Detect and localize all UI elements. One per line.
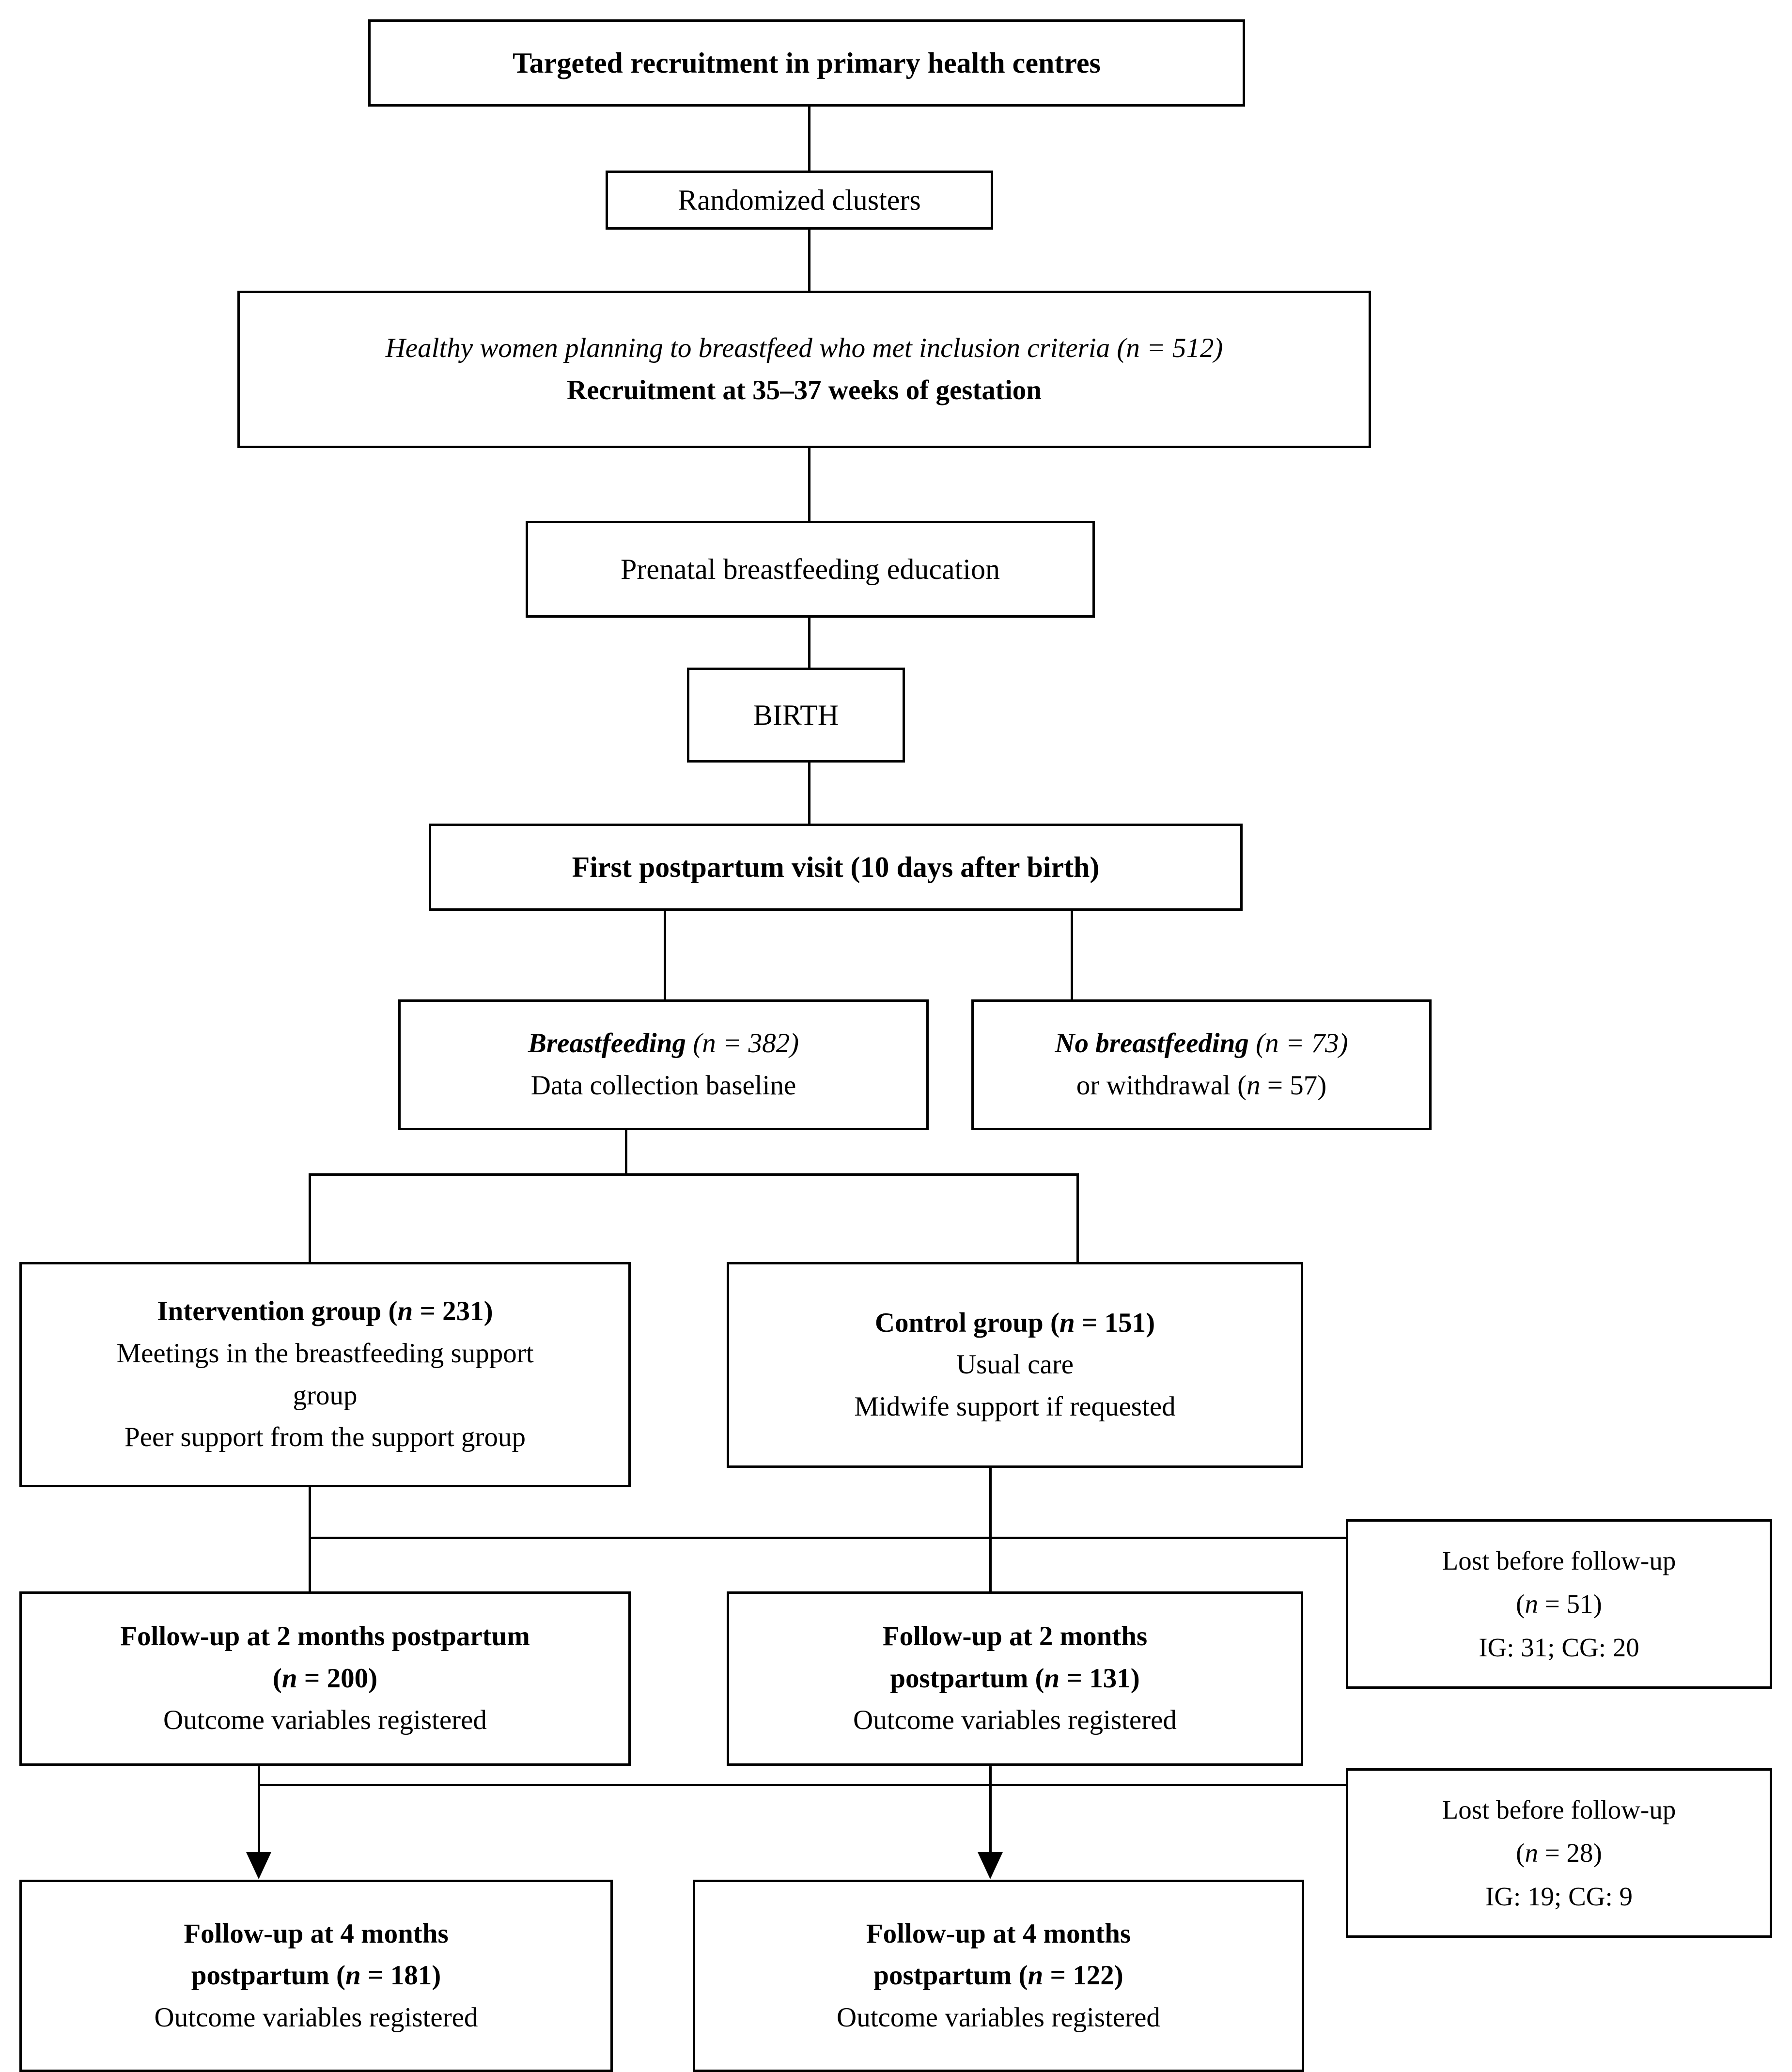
connector-split-to-control: [1076, 1173, 1079, 1265]
node-no-breastfeeding: No breastfeeding (n = 73) or withdrawal …: [971, 999, 1432, 1130]
node-intervention-group-line4: Peer support from the support group: [125, 1422, 526, 1453]
node-lost-before-followup-2-months-line2: (n = 51): [1516, 1589, 1602, 1619]
node-followup-2-months-ig-line1: Follow-up at 2 months postpartum: [120, 1621, 530, 1652]
connector-recruitment-to-randomized: [808, 106, 810, 173]
connector-group-split-bar: [309, 1173, 1079, 1176]
connector-first-visit-to-no-breastfeeding: [1071, 908, 1073, 1003]
node-lost-before-followup-2-months-line3: IG: 31; CG: 20: [1479, 1632, 1639, 1662]
node-breastfeeding-line1: Breastfeeding (n = 382): [528, 1028, 799, 1059]
node-breastfeeding-line2: Data collection baseline: [530, 1070, 796, 1101]
arrowhead-followup4-cg: [978, 1852, 1003, 1879]
connector-followup2-ig-to-followup4-ig: [258, 1766, 260, 1861]
node-first-postpartum-visit: First postpartum visit (10 days after bi…: [429, 824, 1243, 911]
node-targeted-recruitment-line1: Targeted recruitment in primary health c…: [513, 47, 1101, 79]
node-first-postpartum-visit-line1: First postpartum visit (10 days after bi…: [572, 851, 1100, 883]
node-prenatal-education-line1: Prenatal breastfeeding education: [621, 553, 1000, 585]
node-intervention-group-line1: Intervention group (n = 231): [157, 1296, 493, 1327]
node-birth-line1: BIRTH: [753, 699, 839, 731]
connector-inclusion-to-prenatal: [808, 446, 810, 523]
node-randomized-clusters: Randomized clusters: [606, 171, 993, 230]
node-lost-before-followup-2-months-line1: Lost before follow-up: [1442, 1546, 1676, 1576]
connector-lost-4m-bar: [258, 1784, 1348, 1786]
arrowhead-followup4-ig: [246, 1852, 271, 1879]
node-intervention-group: Intervention group (n = 231) Meetings in…: [19, 1262, 631, 1487]
connector-prenatal-to-birth: [808, 615, 810, 669]
connector-split-to-intervention: [309, 1173, 311, 1265]
node-control-group: Control group (n = 151) Usual care Midwi…: [727, 1262, 1303, 1468]
node-prenatal-education: Prenatal breastfeeding education: [526, 521, 1095, 618]
node-followup-2-months-ig: Follow-up at 2 months postpartum (n = 20…: [19, 1591, 631, 1766]
node-followup-2-months-cg: Follow-up at 2 months postpartum (n = 13…: [727, 1591, 1303, 1766]
node-followup-4-months-cg-line1: Follow-up at 4 months: [866, 1918, 1131, 1949]
node-followup-4-months-cg-line2: postpartum (n = 122): [873, 1960, 1123, 1991]
node-followup-4-months-cg: Follow-up at 4 months postpartum (n = 12…: [693, 1880, 1304, 2072]
node-no-breastfeeding-line2: or withdrawal (n = 57): [1076, 1070, 1327, 1101]
node-randomized-clusters-line1: Randomized clusters: [678, 184, 921, 216]
connector-breastfeeding-stem: [625, 1126, 627, 1175]
node-followup-4-months-ig-line3: Outcome variables registered: [154, 2002, 478, 2033]
connector-followup2-cg-to-followup4-cg: [989, 1766, 992, 1861]
node-followup-2-months-ig-line2: (n = 200): [272, 1663, 378, 1694]
node-no-breastfeeding-line1: No breastfeeding (n = 73): [1055, 1028, 1348, 1059]
connector-randomized-to-inclusion: [808, 228, 810, 293]
connector-first-visit-to-breastfeeding: [664, 908, 666, 1003]
connector-birth-to-first-visit: [808, 761, 810, 826]
node-intervention-group-line3: group: [293, 1380, 358, 1411]
node-followup-2-months-cg-line2: postpartum (n = 131): [890, 1663, 1140, 1694]
node-inclusion-criteria-line1: Healthy women planning to breastfeed who…: [385, 332, 1223, 363]
node-lost-before-followup-2-months: Lost before follow-up (n = 51) IG: 31; C…: [1346, 1519, 1772, 1689]
node-followup-4-months-ig-line2: postpartum (n = 181): [191, 1960, 441, 1991]
node-lost-before-followup-4-months-line3: IG: 19; CG: 9: [1485, 1881, 1633, 1911]
node-control-group-line2: Usual care: [956, 1349, 1074, 1380]
node-lost-before-followup-4-months: Lost before follow-up (n = 28) IG: 19; C…: [1346, 1768, 1772, 1938]
node-followup-2-months-cg-line1: Follow-up at 2 months: [882, 1621, 1148, 1652]
node-birth: BIRTH: [687, 668, 905, 763]
node-followup-2-months-cg-line3: Outcome variables registered: [853, 1705, 1177, 1736]
node-followup-4-months-ig-line1: Follow-up at 4 months: [184, 1918, 449, 1949]
node-control-group-line3: Midwife support if requested: [854, 1391, 1176, 1422]
node-control-group-line1: Control group (n = 151): [874, 1307, 1155, 1338]
connector-lost-2m-bar: [309, 1537, 1348, 1539]
node-intervention-group-line2: Meetings in the breastfeeding support: [116, 1338, 534, 1369]
node-followup-2-months-ig-line3: Outcome variables registered: [163, 1705, 487, 1736]
node-targeted-recruitment: Targeted recruitment in primary health c…: [368, 19, 1245, 107]
node-breastfeeding: Breastfeeding (n = 382) Data collection …: [398, 999, 929, 1130]
node-followup-4-months-ig: Follow-up at 4 months postpartum (n = 18…: [19, 1880, 613, 2072]
connector-control-to-followup2: [989, 1468, 992, 1591]
node-lost-before-followup-4-months-line1: Lost before follow-up: [1442, 1795, 1676, 1825]
node-lost-before-followup-4-months-line2: (n = 28): [1516, 1838, 1602, 1868]
node-inclusion-criteria: Healthy women planning to breastfeed who…: [237, 291, 1371, 448]
node-inclusion-criteria-line2: Recruitment at 35–37 weeks of gestation: [567, 374, 1042, 405]
node-followup-4-months-cg-line3: Outcome variables registered: [837, 2002, 1160, 2033]
